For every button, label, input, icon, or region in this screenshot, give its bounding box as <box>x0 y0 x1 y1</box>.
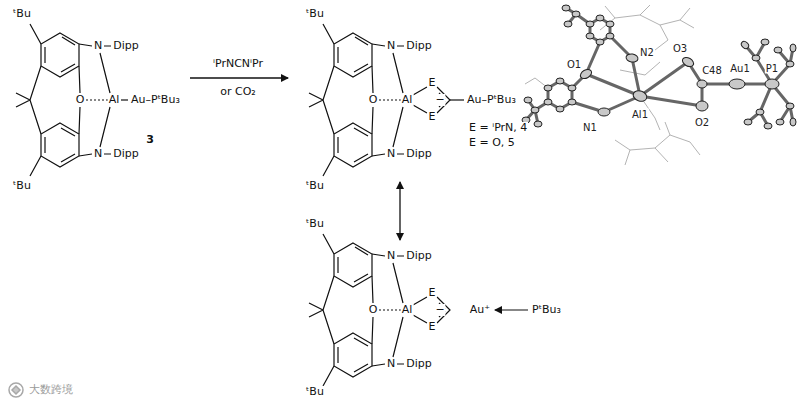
atom-label: P1 <box>765 63 779 74</box>
structure-label: ᵗBu <box>305 8 325 20</box>
structure-label: Dipp <box>112 40 140 52</box>
structure-label: ᵗBu <box>305 218 325 230</box>
structure-label: Au–PᵗBu₃ <box>466 94 517 106</box>
reaction-arrow <box>190 77 288 78</box>
structure-label: E <box>428 111 437 123</box>
watermark: 大数跨境 <box>28 384 74 396</box>
structure-label: N <box>386 148 396 160</box>
dative-arrow <box>495 309 528 310</box>
chelate-ring <box>413 87 464 113</box>
xanthene-backbone <box>309 24 404 176</box>
structure-label: Al <box>401 94 414 106</box>
structure-label: Al <box>401 304 414 316</box>
al-au-bond <box>121 99 128 100</box>
atom-label: Al1 <box>631 109 649 120</box>
structure-label: ᵗBu <box>305 180 325 192</box>
structure-label: ᵗBu <box>12 180 32 192</box>
atom-label: O3 <box>672 43 688 54</box>
structure-label: Dipp <box>405 148 433 160</box>
structure-label: E <box>428 287 437 299</box>
atom-label: O1 <box>566 59 582 70</box>
structure-label: O <box>368 304 379 316</box>
structure-label: E = O, 5 <box>468 137 516 149</box>
structure-label: Al <box>108 94 121 106</box>
crystal-structure <box>522 5 796 165</box>
atom-label: N1 <box>582 122 598 133</box>
atom-label: N2 <box>639 47 655 58</box>
watermark-logo <box>9 383 23 397</box>
structure-label: E <box>428 321 437 333</box>
structure-label: N <box>386 250 396 262</box>
structure-label: ⁱPrNCNⁱPr <box>212 58 264 70</box>
atom-label: Au1 <box>729 63 751 74</box>
structure-label: Dipp <box>405 40 433 52</box>
xanthene-backbone <box>16 24 111 176</box>
structure-label: Au⁺ <box>469 304 491 316</box>
resonance-arrow <box>399 182 400 240</box>
atom-label: O2 <box>694 117 710 128</box>
structure-label: Dipp <box>405 358 433 370</box>
atom-label: C48 <box>701 65 723 76</box>
structure-label: N <box>386 358 396 370</box>
structure-label: E <box>428 77 437 89</box>
structure-label: Dipp <box>405 250 433 262</box>
compound-number: 3 <box>145 134 155 146</box>
xanthene-backbone <box>309 234 404 386</box>
structure-label: Dipp <box>112 148 140 160</box>
structure-label: or CO₂ <box>219 86 257 98</box>
structure-label: Au–PᵗBu₃ <box>130 94 181 106</box>
structure-label: O <box>368 94 379 106</box>
structure-label: ᵗBu <box>305 386 325 398</box>
structure-label: − <box>434 304 445 316</box>
structure-label: PᵗBu₃ <box>531 304 562 316</box>
chelate-ring <box>413 297 450 323</box>
structure-label: − <box>434 94 445 106</box>
structure-label: E = ⁱPrN, 4 <box>468 122 528 134</box>
structure-label: N <box>93 40 103 52</box>
structure-label: N <box>93 148 103 160</box>
structure-label: N <box>386 40 396 52</box>
structure-label: ᵗBu <box>12 8 32 20</box>
structure-label: O <box>75 94 86 106</box>
